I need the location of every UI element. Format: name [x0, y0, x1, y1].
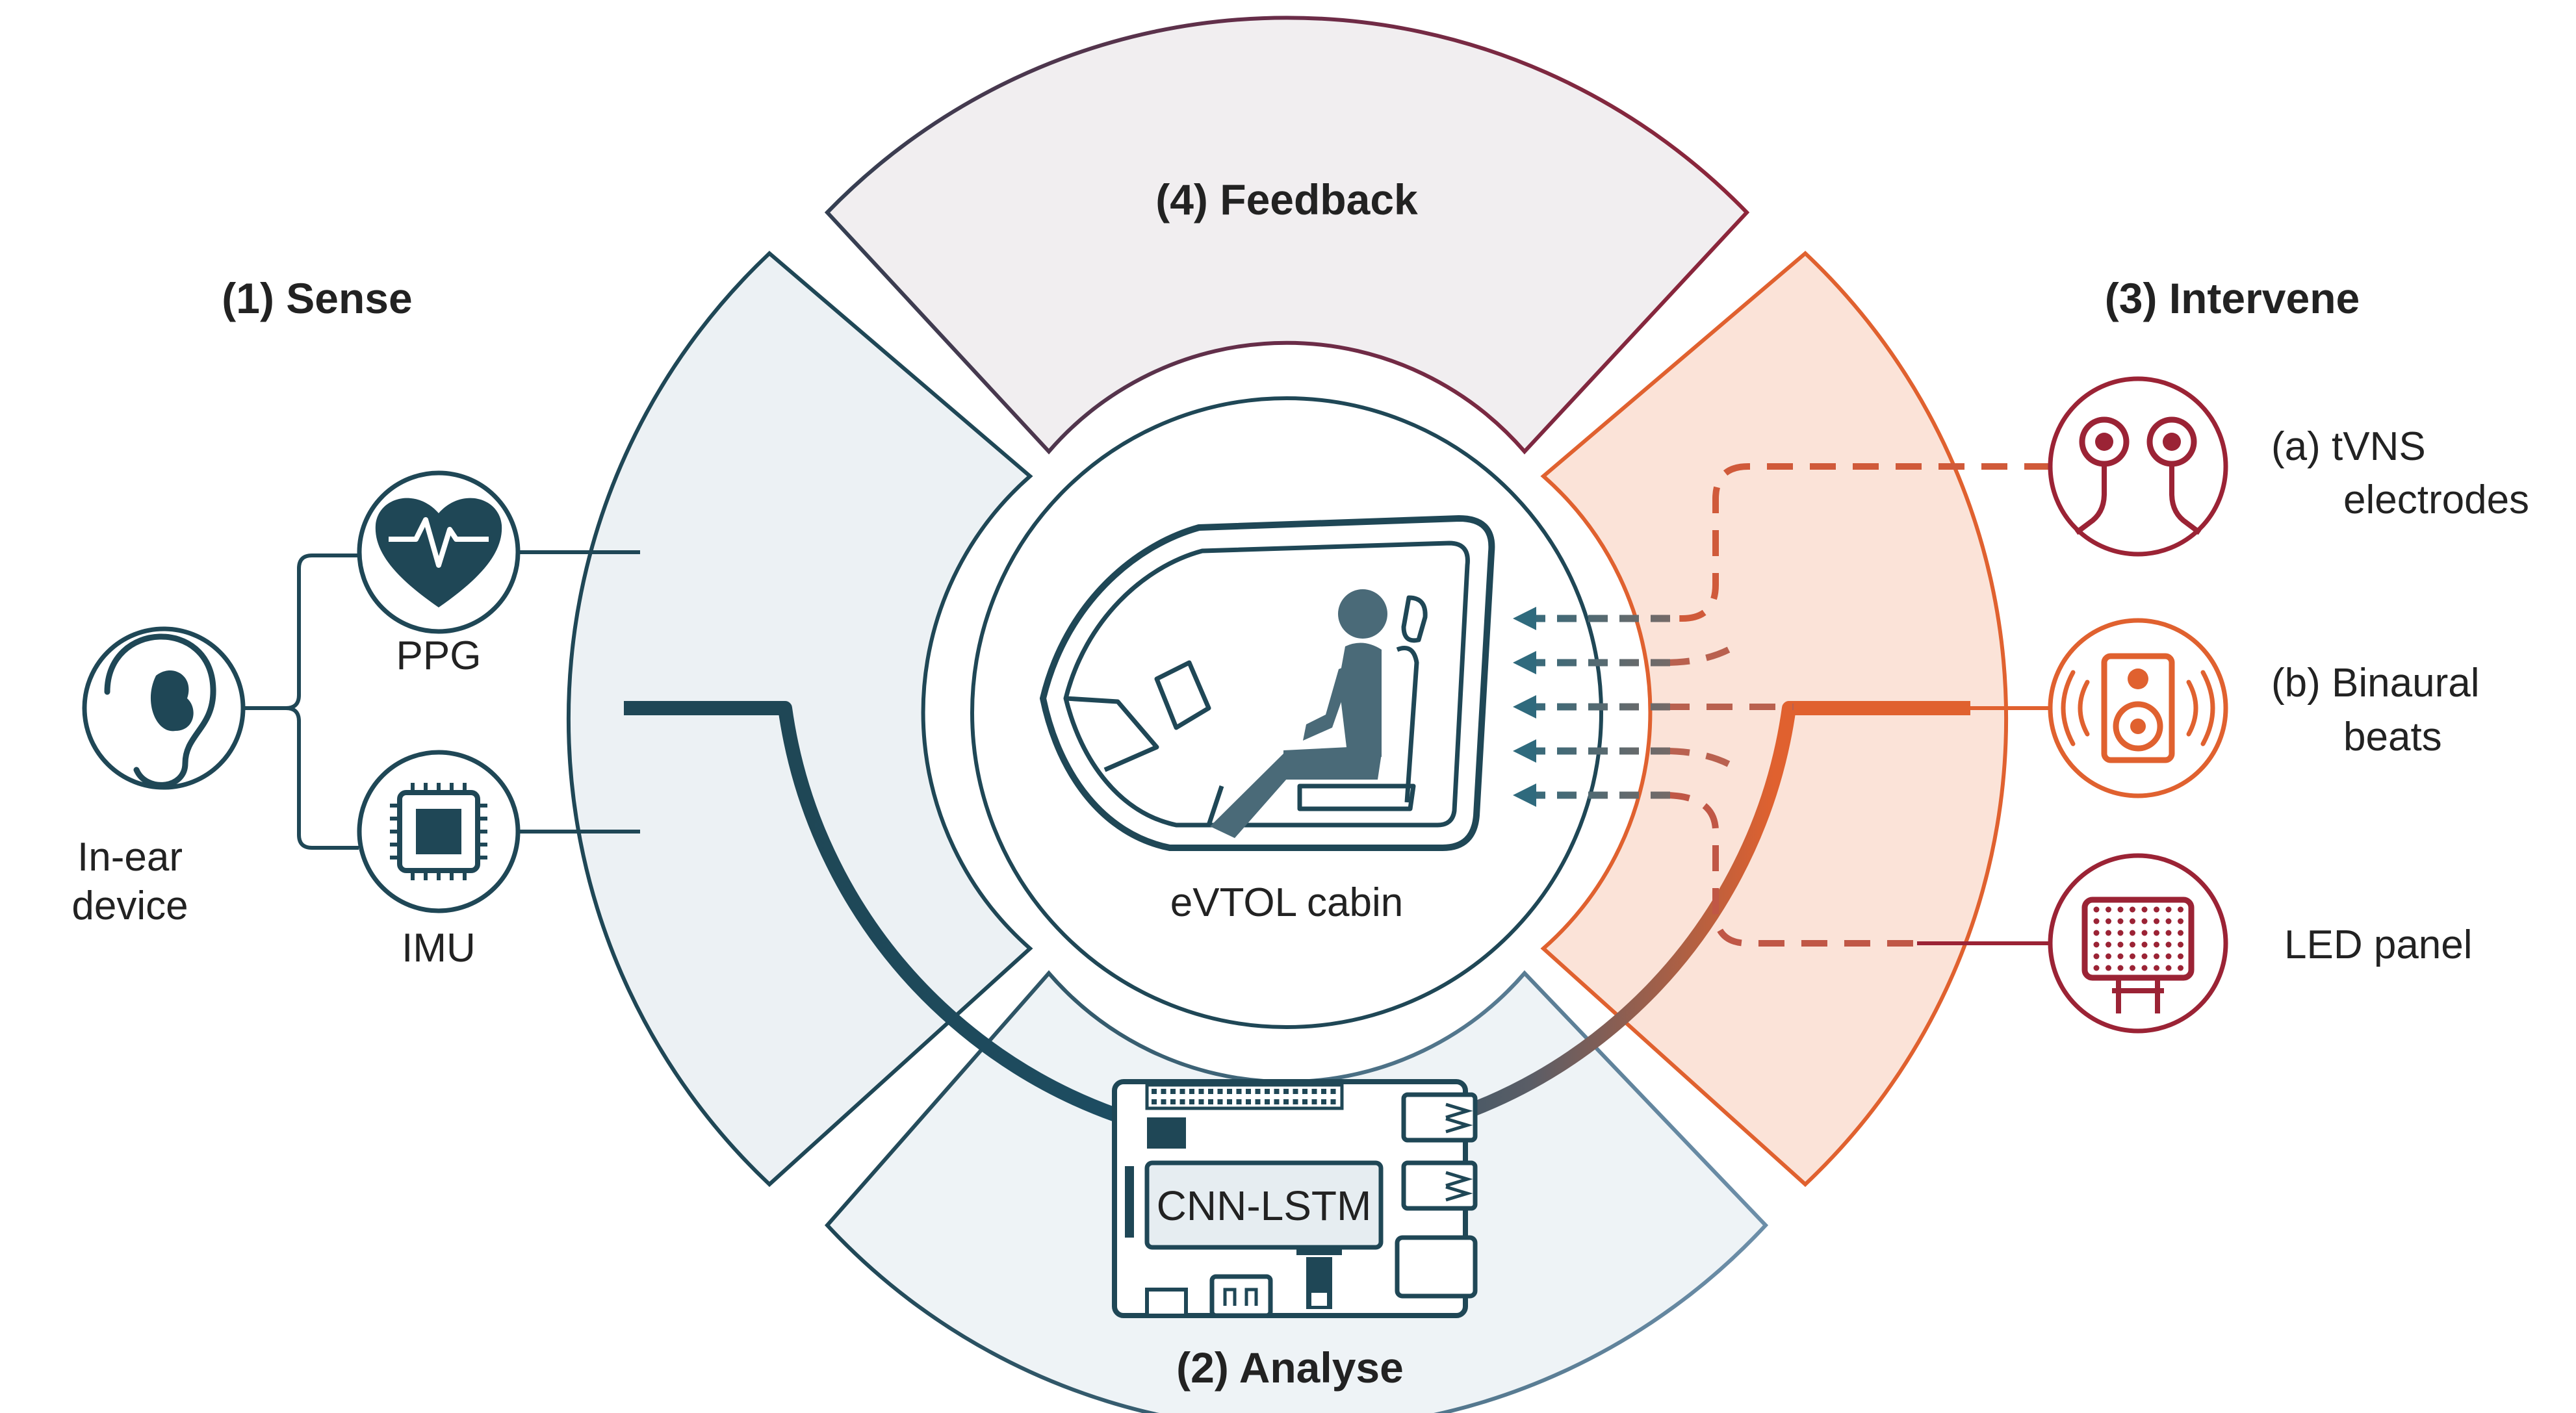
inner-circle [970, 396, 1603, 1029]
stage-analyse-title: (2) Analyse [1176, 1343, 1404, 1392]
segment-sense [566, 250, 1033, 1188]
evtol-cabin-icon [1040, 515, 1495, 851]
binaural-label-line2: beats [2343, 715, 2442, 759]
electrode-icon [2048, 376, 2228, 557]
segment-feedback [824, 16, 1750, 455]
heart-pulse-icon [357, 470, 521, 634]
signal-arrows [1513, 607, 1670, 807]
device-label-line1: In-ear [77, 835, 183, 880]
model-label: CNN-LSTM [1157, 1182, 1372, 1229]
tvns-label-line1: (a) tVNS [2271, 424, 2426, 469]
led-label: LED panel [2284, 923, 2473, 967]
sense-connectors [242, 550, 640, 850]
speaker-icon [2048, 618, 2228, 798]
intervene-connectors [1917, 706, 2050, 945]
stage-intervene-title: (3) Intervene [2105, 274, 2360, 322]
stage-sense-title: (1) Sense [222, 274, 412, 322]
tvns-label-line2: electrodes [2343, 477, 2529, 522]
cabin-label: eVTOL cabin [1170, 880, 1403, 925]
ear-icon [82, 626, 246, 790]
dashed-signal-lines [1663, 463, 2050, 947]
binaural-label-line1: (b) Binaural [2271, 661, 2479, 706]
stage-feedback-title: (4) Feedback [1155, 175, 1418, 223]
device-label-line2: device [71, 884, 188, 928]
led-panel-icon [2048, 853, 2228, 1034]
chip-icon [357, 750, 521, 913]
ppg-label: PPG [396, 633, 482, 678]
circuit-board-icon: CNN-LSTM [1112, 1079, 1478, 1318]
imu-label: IMU [402, 926, 476, 971]
segment-intervene [1540, 250, 2009, 1188]
